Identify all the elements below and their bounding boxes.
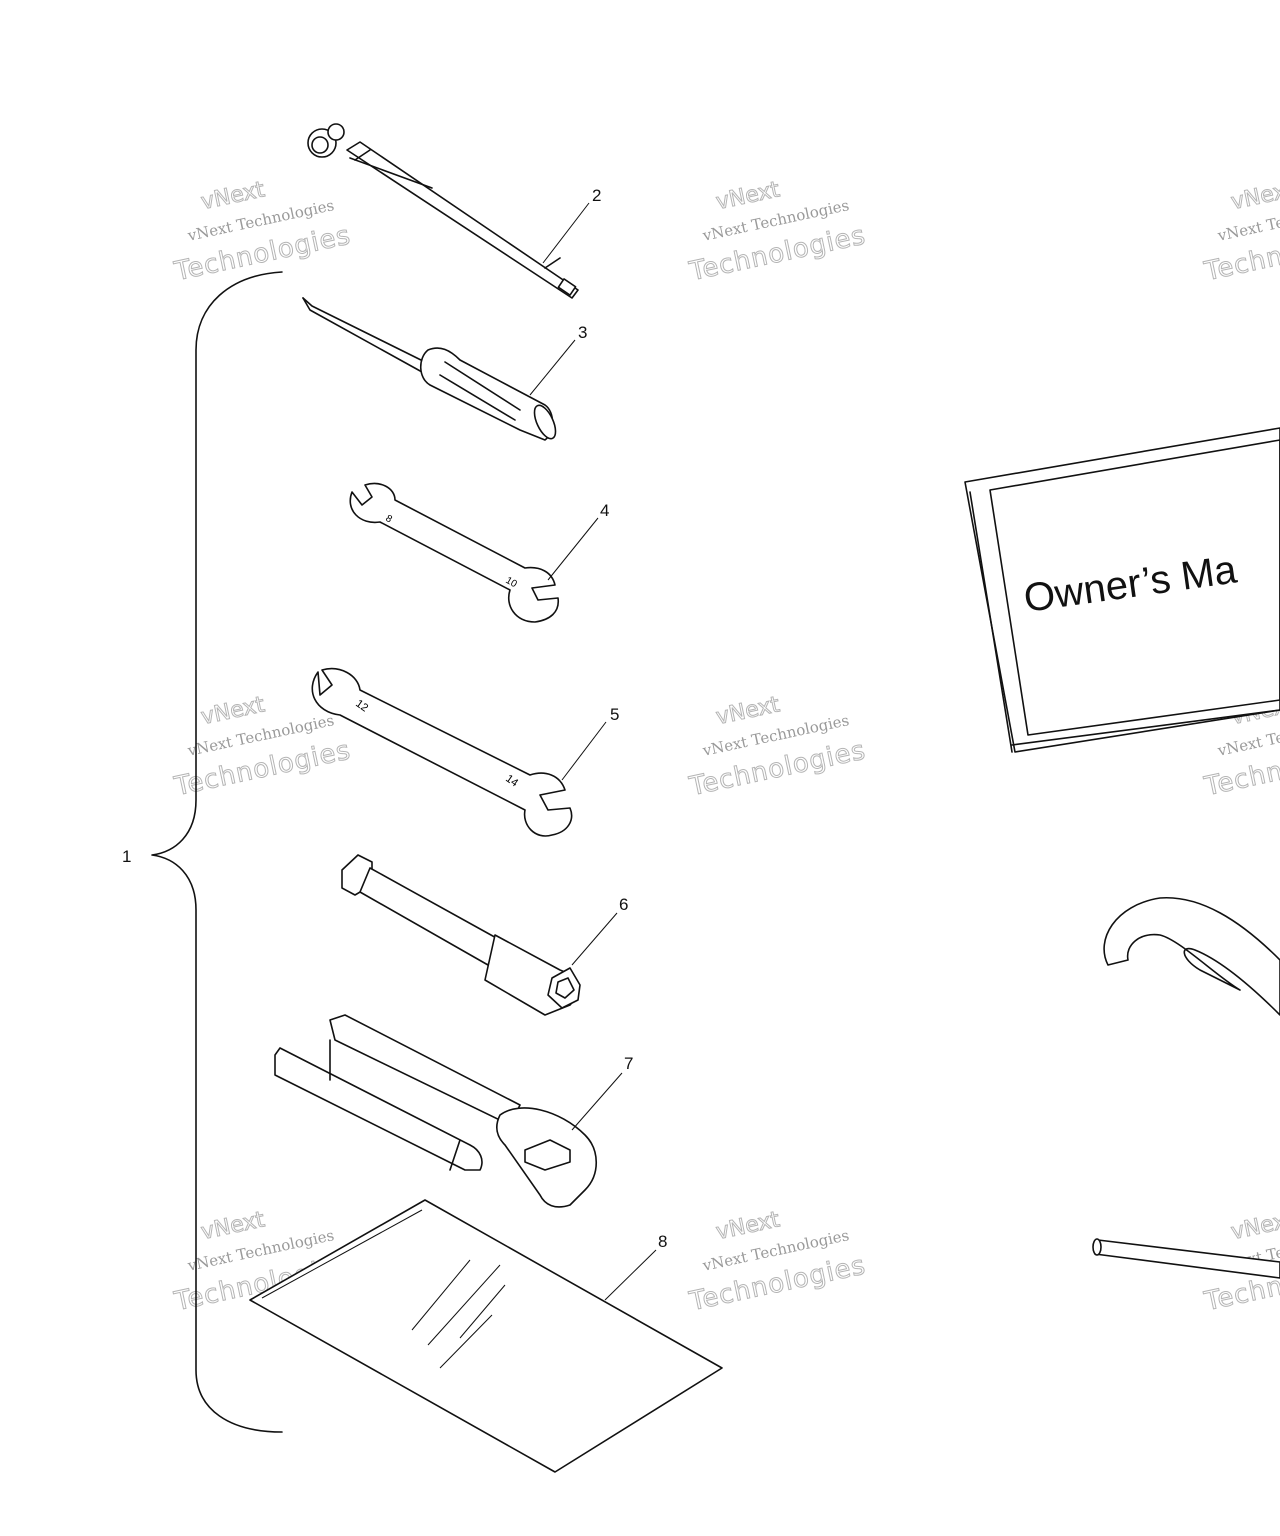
svg-text:vNext: vNext (714, 177, 782, 215)
tool-bag (249, 1199, 723, 1473)
spark-plug-socket (341, 854, 581, 1016)
owners-manual: Owner’s Ma (964, 427, 1280, 753)
callout-7: 7 (624, 1054, 633, 1073)
extension-rod (1092, 1238, 1280, 1279)
svg-text:vNext: vNext (199, 1207, 267, 1245)
bracket-tool (274, 1014, 597, 1208)
svg-text:12: 12 (353, 698, 370, 715)
svg-text:vNext: vNext (199, 177, 267, 215)
callout-5: 5 (610, 705, 619, 724)
callout-1: 1 (122, 847, 131, 866)
screwdriver (302, 297, 557, 441)
leader-8 (604, 1249, 657, 1301)
callout-8: 8 (658, 1232, 667, 1251)
kit-brace (151, 271, 283, 1433)
svg-text:vNext: vNext (199, 692, 267, 730)
svg-text:14: 14 (503, 773, 520, 790)
callout-3: 3 (578, 323, 587, 342)
callout-6: 6 (619, 895, 628, 914)
watermark: vNext vNext Technologies Technologies (1201, 177, 1280, 288)
leader-7 (571, 1072, 623, 1131)
spanner-wrench (1103, 897, 1280, 1016)
watermark: vNext vNext Technologies Technologies (686, 1207, 869, 1318)
svg-text:vNext: vNext (714, 692, 782, 730)
watermark: vNext vNext Technologies Technologies (686, 692, 869, 803)
svg-text:8: 8 (384, 513, 395, 526)
wrench-8-10: 8 10 (349, 482, 560, 623)
svg-text:vNext: vNext (714, 1207, 782, 1245)
callout-2: 2 (592, 186, 601, 205)
leader-6 (571, 912, 618, 966)
leader-2 (542, 202, 590, 264)
watermarks: vNext vNext Technologies Technologies vN… (171, 177, 1280, 1318)
svg-text:vNext: vNext (1229, 1207, 1280, 1245)
watermark: vNext vNext Technologies Technologies (686, 177, 869, 288)
watermark: vNext vNext Technologies Technologies (171, 177, 354, 288)
wrench-12-14: 12 14 (311, 668, 573, 837)
callout-4: 4 (600, 501, 609, 520)
leader-3 (529, 339, 576, 396)
leader-4 (547, 517, 599, 581)
leader-5 (561, 721, 607, 781)
svg-text:10: 10 (504, 575, 520, 590)
svg-text:vNext: vNext (1229, 177, 1280, 215)
tire-gauge (307, 123, 579, 299)
